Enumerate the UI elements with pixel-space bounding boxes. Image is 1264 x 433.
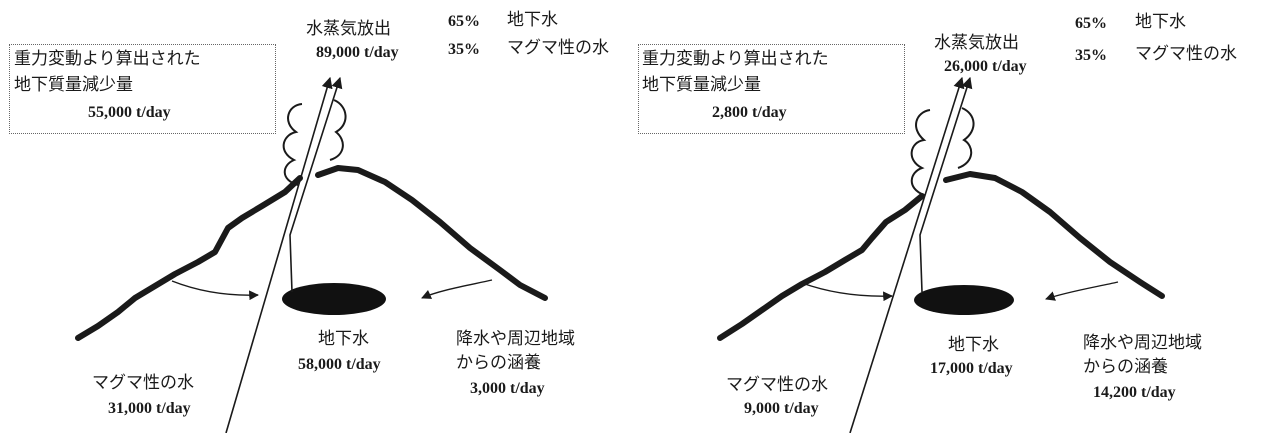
right-recharge-value: 14,200 t/day bbox=[1093, 384, 1176, 401]
left-magmatic-label: マグマ性の水 bbox=[92, 373, 194, 393]
left-recharge-line2: からの涵養 bbox=[456, 353, 541, 373]
right-inflow-arrow-left bbox=[801, 282, 893, 302]
right-gravity-line2: 地下質量減少量 bbox=[642, 75, 761, 95]
left-steam-plume-right bbox=[329, 99, 347, 161]
left-groundwater-value: 58,000 t/day bbox=[298, 356, 381, 373]
right-gravity-box bbox=[638, 44, 905, 134]
right-gravity-value: 2,800 t/day bbox=[712, 104, 787, 121]
left-comp-label-2: マグマ性の水 bbox=[507, 38, 609, 58]
left-gravity-box bbox=[9, 44, 276, 134]
left-groundwater-uplift bbox=[289, 76, 343, 293]
right-panel-art bbox=[717, 76, 1165, 433]
left-vapor-value: 89,000 t/day bbox=[316, 44, 399, 61]
left-magmatic-value: 31,000 t/day bbox=[108, 400, 191, 417]
left-inflow-arrow-left bbox=[171, 280, 259, 301]
right-groundwater-uplift bbox=[919, 76, 973, 293]
right-magmatic-label: マグマ性の水 bbox=[726, 375, 828, 395]
right-vapor-label: 水蒸気放出 bbox=[934, 33, 1019, 53]
right-inflow-arrow-right bbox=[1045, 281, 1119, 301]
right-magma-conduit bbox=[849, 76, 965, 433]
right-groundwater-value: 17,000 t/day bbox=[930, 360, 1013, 377]
left-gravity-value: 55,000 t/day bbox=[88, 104, 171, 121]
right-volcano-outline bbox=[717, 171, 1165, 341]
right-comp-label-1: 地下水 bbox=[1135, 12, 1186, 32]
right-vapor-value: 26,000 t/day bbox=[944, 58, 1027, 75]
right-groundwater-label: 地下水 bbox=[948, 335, 999, 355]
left-magma-conduit bbox=[225, 76, 333, 433]
left-gravity-line1: 重力変動より算出された bbox=[14, 49, 201, 69]
left-groundwater-label: 地下水 bbox=[318, 329, 369, 349]
right-recharge-line1: 降水や周辺地域 bbox=[1083, 333, 1202, 353]
left-recharge-value: 3,000 t/day bbox=[470, 380, 545, 397]
left-volcano-outline bbox=[75, 165, 548, 341]
left-comp-pct-2: 35% bbox=[448, 41, 480, 58]
left-recharge-line1: 降水や周辺地域 bbox=[456, 329, 575, 349]
left-steam-plume-left bbox=[282, 103, 303, 186]
left-inflow-arrow-right bbox=[421, 279, 493, 299]
left-comp-pct-1: 65% bbox=[448, 13, 480, 30]
left-panel-art bbox=[75, 76, 548, 433]
left-comp-label-1: 地下水 bbox=[507, 10, 558, 30]
right-groundwater-reservoir bbox=[914, 285, 1014, 315]
right-comp-label-2: マグマ性の水 bbox=[1135, 44, 1237, 64]
left-vapor-label: 水蒸気放出 bbox=[306, 19, 391, 39]
left-groundwater-reservoir bbox=[282, 283, 386, 315]
left-gravity-line2: 地下質量減少量 bbox=[14, 75, 133, 95]
right-gravity-line1: 重力変動より算出された bbox=[642, 49, 829, 69]
right-comp-pct-2: 35% bbox=[1075, 47, 1107, 64]
right-steam-plume-left bbox=[910, 109, 931, 196]
right-comp-pct-1: 65% bbox=[1075, 15, 1107, 32]
right-magmatic-value: 9,000 t/day bbox=[744, 400, 819, 417]
right-recharge-line2: からの涵養 bbox=[1083, 357, 1168, 377]
right-steam-plume-right bbox=[957, 107, 975, 169]
